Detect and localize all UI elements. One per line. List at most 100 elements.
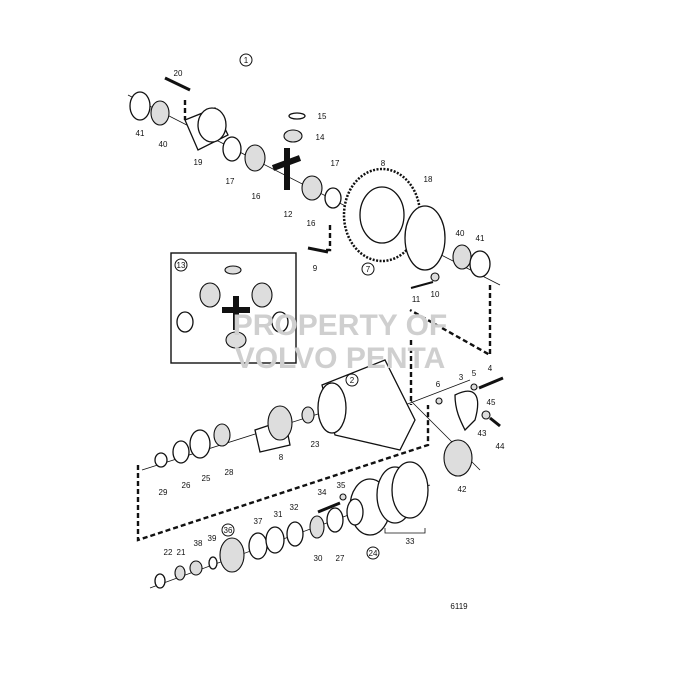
part-label: 31: [274, 510, 283, 519]
bearing-cup-25: [189, 429, 211, 459]
diagram-number: 6119: [450, 602, 468, 611]
part-label: 8: [381, 159, 386, 168]
bearing-cup-41: [129, 91, 151, 121]
seal-37: [248, 532, 268, 560]
part-label: 27: [336, 554, 345, 563]
housing-hub: [346, 498, 364, 526]
nut-38: [189, 560, 203, 576]
bearing-cone-28: [213, 423, 231, 447]
part-label: 30: [314, 554, 323, 563]
nut-10: [430, 272, 440, 282]
part-label: 41: [476, 234, 485, 243]
inset-gear-bottom: [225, 331, 247, 349]
lock-43: [481, 410, 491, 420]
side-gear-16: [244, 144, 266, 172]
lock-washer-21: [174, 565, 186, 581]
dowel-6: [435, 397, 443, 405]
svg-text:24: 24: [369, 549, 378, 558]
part-label: 12: [284, 210, 293, 219]
thrust-washer-17b: [324, 187, 342, 209]
part-label: 18: [424, 175, 433, 184]
part-label: 17: [226, 177, 235, 186]
bearing-cone-40: [150, 100, 170, 126]
part-label: 28: [225, 468, 234, 477]
part-labels: 20 41 40 19 17 16 12 16 17 15 14 8 18 40…: [136, 69, 505, 563]
part-label: 8: [279, 453, 284, 462]
inset-gear-right: [251, 282, 273, 308]
washer-35: [339, 493, 347, 501]
part-label: 40: [456, 229, 465, 238]
cap-axis-line: [404, 379, 471, 406]
ring-gear-bore: [359, 186, 405, 244]
group-callout-24: 24: [366, 546, 380, 560]
bearing-cup-27: [326, 507, 344, 533]
part-label: 34: [318, 488, 327, 497]
group-callout-2: 2: [345, 373, 359, 387]
part-label: 3: [459, 373, 464, 382]
part-label: 6: [436, 380, 441, 389]
part-label: 22: [164, 548, 173, 557]
adjusting-nut-42: [443, 439, 473, 477]
differential-carrier-18: [404, 205, 446, 271]
part-label: 15: [318, 112, 327, 121]
inset-washer-left: [176, 311, 194, 333]
part-label: 14: [316, 133, 325, 142]
bracket-33: [384, 528, 426, 534]
seal-31: [265, 526, 285, 554]
part-label: 19: [194, 158, 203, 167]
circlip-22: [154, 573, 166, 589]
pinion-gear-head: [267, 405, 293, 441]
part-label: 32: [290, 503, 299, 512]
part-label: 16: [307, 219, 316, 228]
bearing-cup-41b: [469, 250, 491, 278]
part-label: 41: [136, 129, 145, 138]
part-label: 38: [194, 539, 203, 548]
part-label: 16: [252, 192, 261, 201]
part-label: 25: [202, 474, 211, 483]
part-label: 45: [487, 398, 496, 407]
dashed-leader: [136, 405, 430, 542]
part-label: 39: [208, 534, 217, 543]
spider-12: [271, 148, 302, 190]
part-label: 42: [458, 485, 467, 494]
svg-text:13: 13: [177, 261, 186, 270]
part-label: 5: [472, 369, 477, 378]
part-label: 35: [337, 481, 346, 490]
flange-36: [219, 537, 245, 573]
bolt-34: [317, 501, 341, 514]
washer-5: [470, 383, 478, 391]
washer-15: [288, 112, 306, 120]
bolt-20: [164, 76, 191, 92]
part-label: 43: [478, 429, 487, 438]
watermark-line-1: PROPERTY OF: [233, 309, 447, 342]
part-label: 4: [488, 364, 493, 373]
bearing-cone-30: [309, 515, 325, 539]
part-label: 9: [313, 264, 318, 273]
svg-text:1: 1: [244, 56, 249, 65]
shim-33b: [391, 461, 429, 519]
shim-26: [172, 440, 190, 464]
inset-spider: [222, 296, 250, 330]
dashed-leader: [409, 285, 492, 358]
differential-case-end: [197, 107, 227, 143]
group-callout-13: 13: [174, 258, 188, 272]
bolt-11: [410, 281, 434, 289]
dashed-leader: [325, 225, 332, 252]
svg-text:7: 7: [366, 265, 371, 274]
bearing-23: [301, 406, 315, 424]
part-label: 10: [431, 290, 440, 299]
group-callout-7: 7: [361, 262, 375, 276]
washer-39: [208, 556, 218, 570]
part-label: 40: [159, 140, 168, 149]
part-label: 11: [412, 295, 421, 304]
part-label: 21: [177, 548, 186, 557]
part-label: 37: [254, 517, 263, 526]
part-label: 29: [159, 488, 168, 497]
screw-44: [489, 416, 501, 428]
pinion-gear-14: [283, 129, 303, 143]
group-callout-1: 1: [239, 53, 253, 67]
part-label: 33: [406, 537, 415, 546]
housing-bore: [317, 382, 347, 434]
